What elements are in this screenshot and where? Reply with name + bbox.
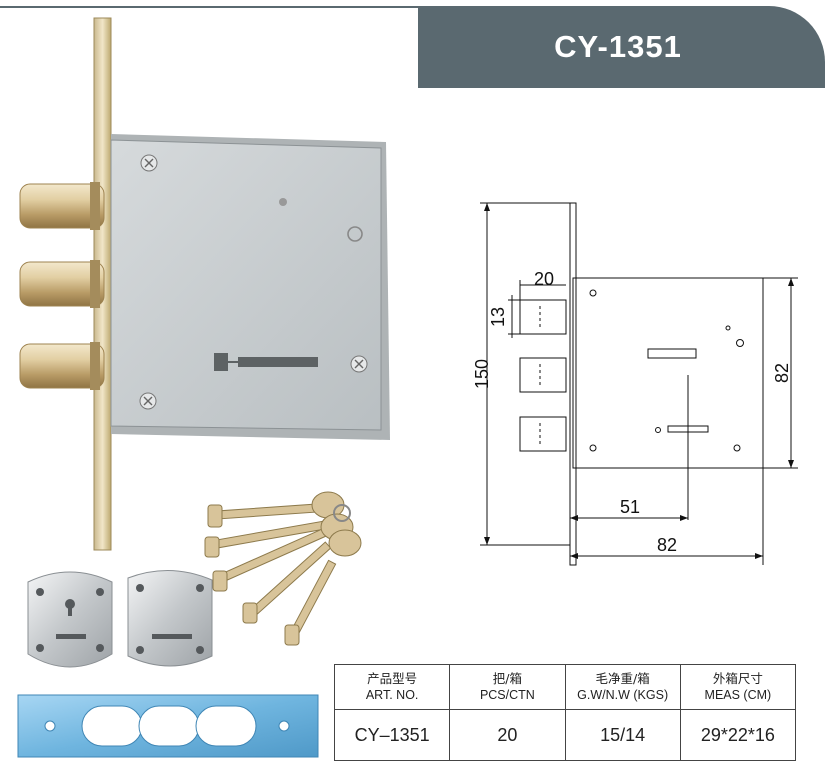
- spec-table: 产品型号 ART. NO. 把/箱 PCS/CTN 毛净重/箱 G.W/N.W …: [333, 664, 797, 761]
- cell-meas: 29*22*16: [679, 709, 797, 761]
- dim-case-height: 82: [772, 363, 792, 383]
- title-bar: [418, 6, 825, 88]
- cell-pcs-ctn: 20: [449, 709, 566, 761]
- dim-bolt-height: 13: [488, 307, 508, 327]
- header-meas: 外箱尺寸 MEAS (CM): [679, 664, 797, 710]
- strike-plate: [17, 694, 319, 758]
- header-pcs-ctn: 把/箱 PCS/CTN: [449, 664, 566, 710]
- header-line: [0, 6, 420, 8]
- technical-drawing: 150 20 13 82 51 82: [472, 202, 798, 566]
- cell-art-no: CY–1351: [333, 709, 451, 761]
- dim-case-width: 82: [657, 535, 677, 555]
- keys-illustration: [204, 491, 362, 646]
- table-row: CY–1351 20 15/14 29*22*16: [333, 709, 797, 761]
- cell-weight: 15/14: [564, 709, 681, 761]
- spec-table-header: 产品型号 ART. NO. 把/箱 PCS/CTN 毛净重/箱 G.W/N.W …: [333, 664, 797, 710]
- dim-backset: 51: [620, 497, 640, 517]
- lock-bolts: [19, 182, 105, 390]
- product-title: CY-1351: [554, 29, 682, 64]
- keyhole: [214, 353, 318, 371]
- escutcheon-plates: [27, 570, 213, 668]
- dim-bolt-width: 20: [534, 269, 554, 289]
- dim-height: 150: [472, 359, 492, 389]
- header-weight: 毛净重/箱 G.W/N.W (KGS): [564, 664, 681, 710]
- lock-body-illustration: [19, 17, 390, 551]
- header-art-no: 产品型号 ART. NO.: [333, 664, 451, 710]
